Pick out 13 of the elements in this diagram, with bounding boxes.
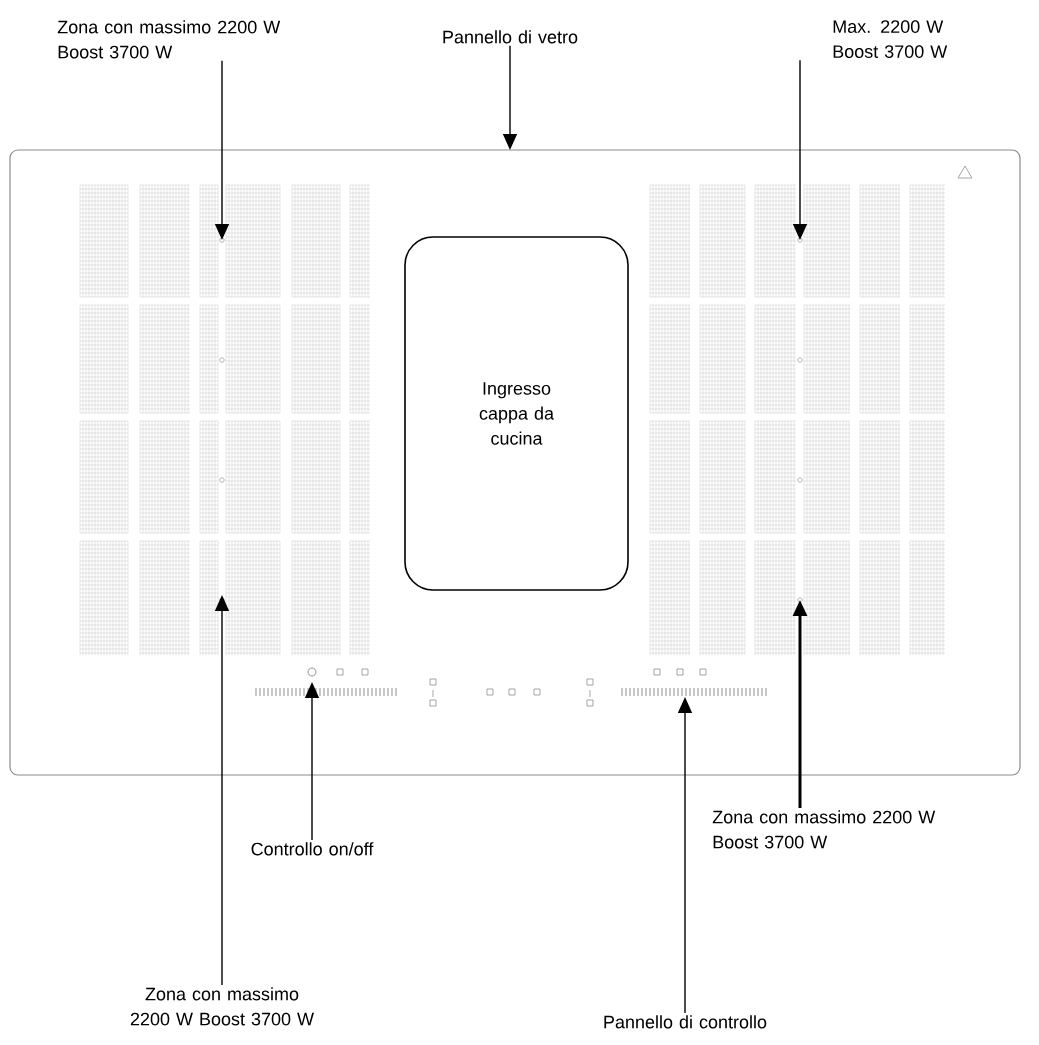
callout-text: Zona con massimo 2200 W Boost 3700 W (130, 987, 314, 1026)
callout-text: Max. 2200 W Boost 3700 W (833, 20, 948, 58)
callout-text: Controllo on/off (251, 842, 374, 856)
callout-text: Pannello di vetro (443, 30, 578, 44)
callout-text: Zona con massimo 2200 W Boost 3700 W (57, 20, 281, 59)
power-button-icon (307, 667, 317, 677)
callout-text: Pannello di controllo (604, 1015, 767, 1029)
heating-zone-grid (649, 184, 946, 656)
heating-zone-grid (79, 184, 371, 656)
hood-inlet-box: Ingresso cappa da cucina (404, 236, 629, 591)
slider-bar (621, 687, 767, 697)
cooktop-outline (9, 149, 1021, 776)
callout-text: Zona con massimo 2200 W Boost 3700 W (712, 810, 936, 849)
